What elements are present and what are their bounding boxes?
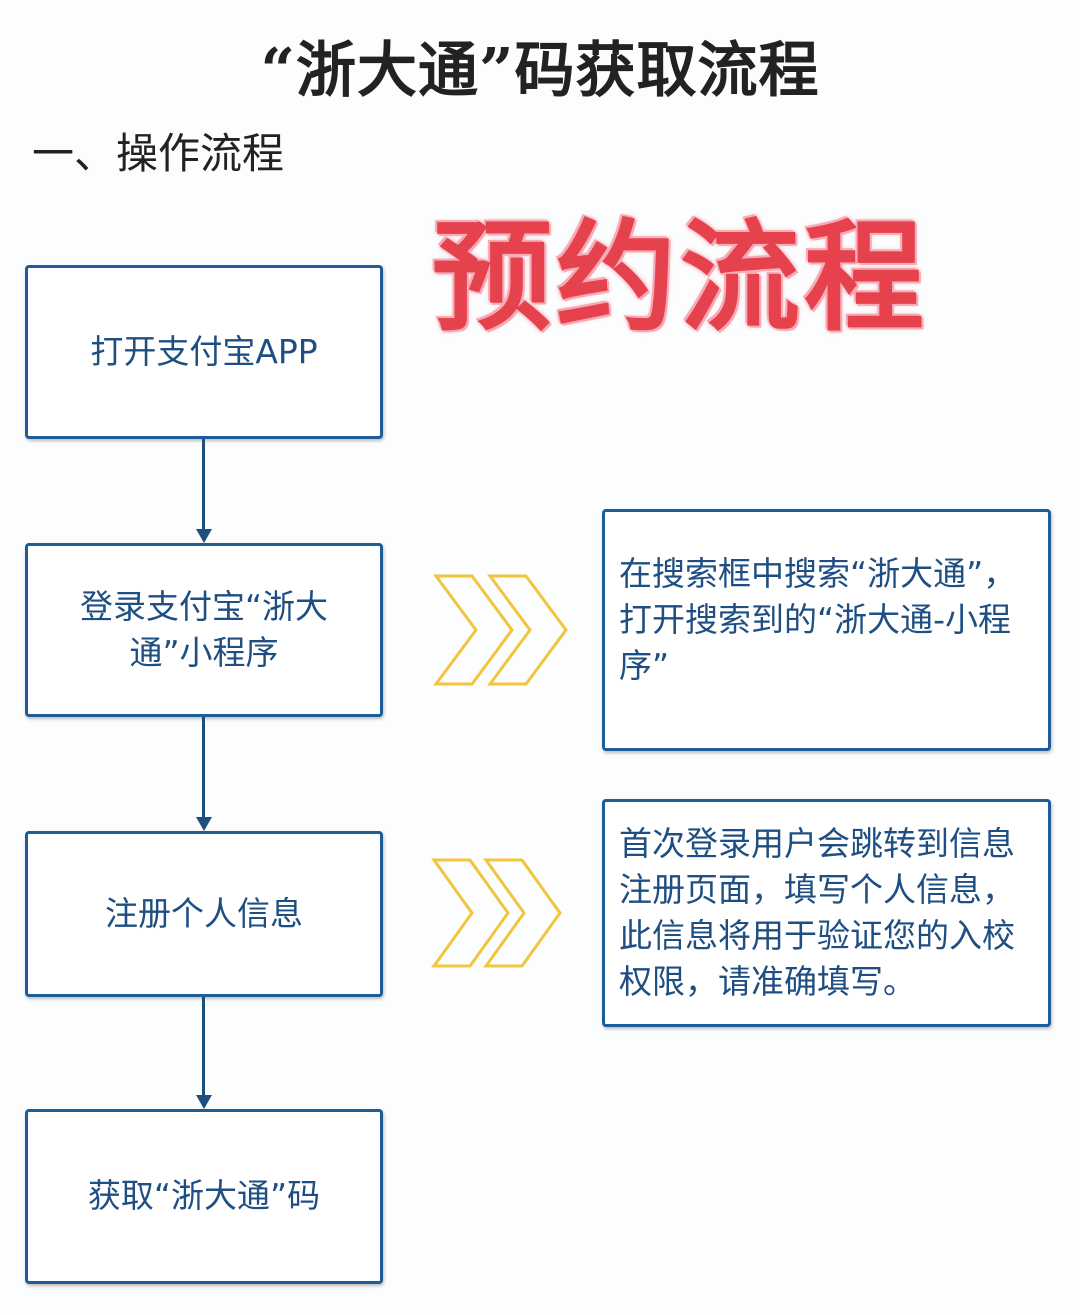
stamp-label: 预约流程 — [432, 209, 928, 348]
step-box-register: 注册个人信息 — [25, 831, 383, 997]
arrow-down-icon — [196, 1095, 212, 1109]
step-label: 获取“浙大通”码 — [87, 1176, 321, 1216]
note-box-search: 在搜索框中搜索“浙大通”，打开搜索到的“浙大通-小程序” — [602, 509, 1051, 751]
arrow-down-icon — [196, 529, 212, 543]
page-title: “浙大通”码获取流程 — [260, 36, 820, 106]
double-chevron-icon — [433, 574, 568, 686]
double-chevron-icon — [431, 858, 562, 968]
connector-line — [202, 717, 205, 819]
step-label: 登录支付宝“浙大通”小程序 — [79, 586, 329, 672]
step-box-get-code: 获取“浙大通”码 — [25, 1109, 383, 1284]
note-text: 首次登录用户会跳转到信息注册页面，填写个人信息，此信息将用于验证您的入校权限，请… — [619, 823, 1015, 1002]
note-text: 在搜索框中搜索“浙大通”，打开搜索到的“浙大通-小程序” — [619, 553, 1017, 686]
step-box-open-alipay: 打开支付宝APP — [25, 265, 383, 439]
connector-line — [202, 997, 205, 1097]
step-box-login-miniprogram: 登录支付宝“浙大通”小程序 — [25, 543, 383, 717]
note-box-register-info: 首次登录用户会跳转到信息注册页面，填写个人信息，此信息将用于验证您的入校权限，请… — [602, 799, 1051, 1027]
step-label: 打开支付宝APP — [90, 331, 318, 371]
step-label: 注册个人信息 — [105, 893, 303, 933]
arrow-down-icon — [196, 817, 212, 831]
section-heading: 一、操作流程 — [32, 129, 285, 178]
connector-line — [202, 439, 205, 531]
